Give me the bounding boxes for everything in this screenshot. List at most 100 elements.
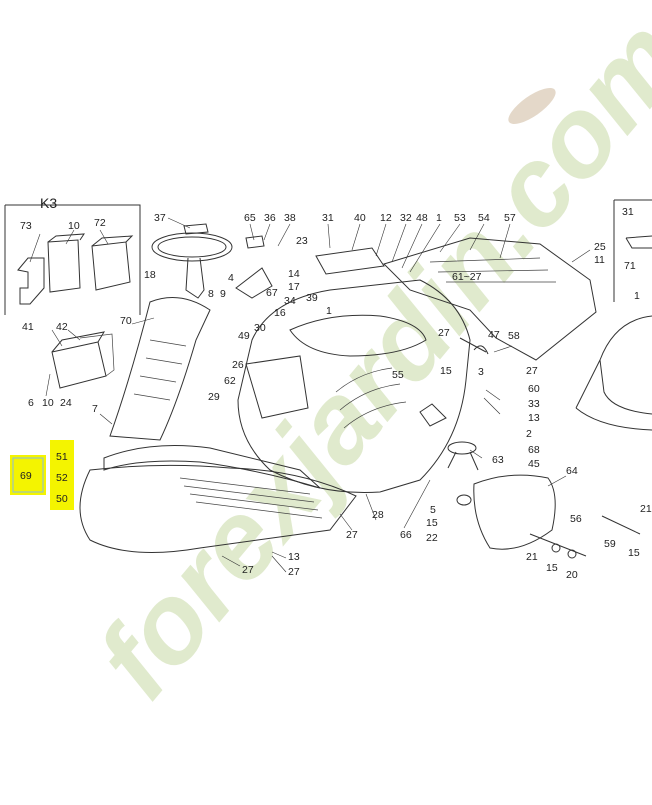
tray-40 xyxy=(315,247,385,275)
callout-21a: 21 xyxy=(526,551,538,563)
callout-63: 63 xyxy=(492,454,504,466)
callout-68: 68 xyxy=(528,444,540,456)
callout-37: 37 xyxy=(154,212,166,224)
body-vents-55 xyxy=(335,367,407,429)
callout-32: 32 xyxy=(400,212,412,224)
spring-47 xyxy=(459,337,489,355)
seat xyxy=(575,315,652,431)
callout-12: 12 xyxy=(380,212,392,224)
access-cover-62 xyxy=(245,355,309,419)
callout-4: 4 xyxy=(228,272,234,284)
module-72 xyxy=(91,235,134,291)
footplate xyxy=(103,445,321,489)
callout-21b: 21 xyxy=(640,503,652,515)
front-fender xyxy=(79,464,357,553)
kit-k3-box: K3 xyxy=(4,195,141,315)
callout-27b: 27 xyxy=(526,365,538,377)
callout-55: 55 xyxy=(392,369,404,381)
callout-72: 72 xyxy=(94,217,106,229)
callout-16: 16 xyxy=(274,307,286,319)
callout-50-highlighted: 50 xyxy=(56,493,68,505)
filler-hose xyxy=(447,451,479,471)
right-kit-bracket xyxy=(625,235,652,249)
callout-54: 54 xyxy=(478,212,490,224)
callout-45: 45 xyxy=(528,458,540,470)
footplate-ribs xyxy=(179,477,323,519)
bracket-2 xyxy=(419,403,447,427)
callout-61-27: 61~27 xyxy=(452,271,482,283)
callout-27c: 27 xyxy=(346,529,358,541)
pedal-assembly xyxy=(235,267,273,299)
callout-34: 34 xyxy=(284,295,296,307)
callout-69-highlighted: 69 xyxy=(20,470,32,482)
callout-11: 11 xyxy=(594,254,605,266)
body-shell xyxy=(237,279,471,493)
kit-frame xyxy=(4,204,141,315)
highlight-69[interactable]: 69 xyxy=(10,455,46,495)
callout-24: 24 xyxy=(60,397,72,409)
callout-9: 9 xyxy=(220,288,226,300)
callout-13a: 13 xyxy=(528,412,540,424)
callout-28: 28 xyxy=(372,509,384,521)
callout-25: 25 xyxy=(594,241,606,253)
grommet-22 xyxy=(456,494,472,506)
callout-57: 57 xyxy=(504,212,516,224)
callout-15a: 15 xyxy=(440,365,452,377)
callout-47: 47 xyxy=(488,329,500,341)
cap-37 xyxy=(183,223,209,235)
bracket-73 xyxy=(17,257,45,305)
kit-label: K3 xyxy=(40,195,57,211)
callout-42: 42 xyxy=(56,321,68,333)
callout-23: 23 xyxy=(296,235,308,247)
callout-15b: 15 xyxy=(426,517,438,529)
callout-51-highlighted: 51 xyxy=(56,451,68,463)
callout-59: 59 xyxy=(604,538,616,550)
battery-41 xyxy=(51,331,107,389)
callout-67: 67 xyxy=(266,287,278,299)
callout-3: 3 xyxy=(478,366,484,378)
callout-36: 36 xyxy=(264,212,276,224)
dash-vents xyxy=(133,339,187,401)
callout-31b: 31 xyxy=(622,206,634,218)
callout-2: 2 xyxy=(526,428,532,440)
callout-38: 38 xyxy=(284,212,296,224)
highlight-group-51-52-50[interactable]: 51 52 50 xyxy=(50,440,74,510)
callout-15d: 15 xyxy=(628,547,640,559)
callout-52-highlighted: 52 xyxy=(56,472,68,484)
fuel-tank-64 xyxy=(473,474,556,550)
callout-73: 73 xyxy=(20,220,32,232)
callout-66: 66 xyxy=(400,529,412,541)
callout-41: 41 xyxy=(22,321,34,333)
right-kit-frame xyxy=(613,199,652,302)
callout-27d: 27 xyxy=(288,566,300,578)
tank-opening xyxy=(289,314,427,357)
module-10 xyxy=(47,233,85,293)
dash-panel-70 xyxy=(109,297,211,441)
callout-31a: 31 xyxy=(322,212,334,224)
fuel-bolts xyxy=(529,515,641,557)
filler-neck-63 xyxy=(447,441,477,455)
callout-26: 26 xyxy=(232,359,244,371)
callout-20: 20 xyxy=(566,569,578,581)
rear-hood-grille xyxy=(429,257,556,283)
callout-60: 60 xyxy=(528,383,540,395)
callout-10a: 10 xyxy=(68,220,80,232)
callout-15c: 15 xyxy=(546,562,558,574)
callout-30: 30 xyxy=(254,322,266,334)
callout-71: 71 xyxy=(624,260,636,272)
callout-62: 62 xyxy=(224,375,236,387)
callout-18: 18 xyxy=(144,269,156,281)
callout-33: 33 xyxy=(528,398,540,410)
callout-27a: 27 xyxy=(438,327,450,339)
callout-39: 39 xyxy=(306,292,318,304)
callout-65: 65 xyxy=(244,212,256,224)
callout-22: 22 xyxy=(426,532,438,544)
callout-14: 14 xyxy=(288,268,300,280)
callout-40: 40 xyxy=(354,212,366,224)
callout-13b: 13 xyxy=(288,551,300,563)
battery-strap-42 xyxy=(79,333,115,377)
callout-58: 58 xyxy=(508,330,520,342)
callout-10b: 10 xyxy=(42,397,54,409)
callout-6: 6 xyxy=(28,397,34,409)
